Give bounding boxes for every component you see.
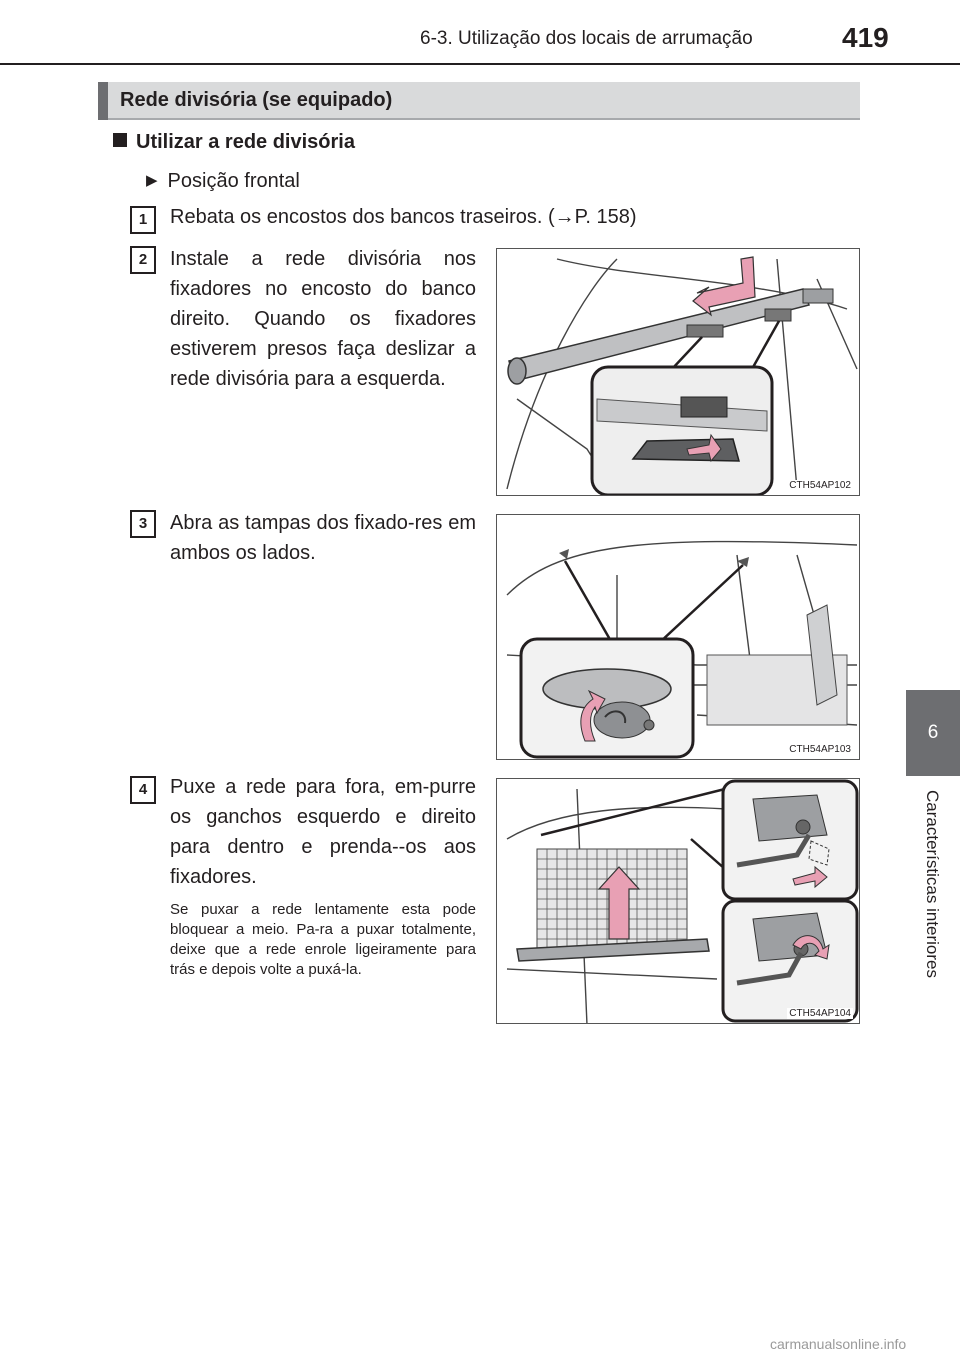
position-bullet: ▶ Posição frontal [146, 170, 300, 193]
watermark: carmanualsonline.info [770, 1336, 907, 1352]
detail-inset [590, 365, 774, 495]
step-number-2: 2 [130, 246, 156, 274]
square-bullet-icon [113, 133, 127, 147]
slide-arrow-icon [692, 256, 756, 317]
section-title-bar: Rede divisória (se equipado) [98, 82, 860, 120]
pull-up-arrow-icon [597, 866, 641, 940]
figure-code: CTH54AP102 [787, 480, 853, 491]
figure-1-illustration [506, 256, 858, 495]
step-number-1: 1 [130, 206, 156, 234]
section-title: Rede divisória (se equipado) [120, 89, 393, 111]
step-4-text: Puxe a rede para fora, em-purre os ganch… [170, 776, 476, 888]
step-3-text: Abra as tampas dos fixado-res em ambos o… [170, 512, 476, 564]
figure-code: CTH54AP103 [787, 744, 853, 755]
header-rule [0, 63, 960, 65]
chapter-label: Características interiores [923, 790, 942, 979]
step-2-text: Instale a rede divisória nos fixadores n… [170, 248, 476, 390]
step-number-3: 3 [130, 510, 156, 538]
detail-inset-bottom [721, 899, 859, 1023]
roller-cover [507, 288, 834, 385]
subheading-text: Utilizar a rede divisória [136, 131, 355, 153]
triangle-bullet-icon: ▶ [146, 172, 158, 189]
step-1-text: Rebata os encostos dos bancos traseiros.… [170, 206, 637, 228]
figure-2-illustration [506, 540, 858, 759]
figure-net-installation: CTH54AP102 [496, 248, 860, 496]
detail-inset-top [721, 779, 859, 901]
detail-inset [519, 637, 695, 759]
figure-attach-hooks: CTH54AP104 [496, 778, 860, 1024]
running-header-title: 6-3. Utilização dos locais de arrumação [420, 28, 753, 49]
figure-code: CTH54AP104 [787, 1008, 853, 1019]
figure-open-covers: CTH54AP103 [496, 514, 860, 760]
section-bar-accent [98, 82, 108, 120]
chapter-tab: 6 [906, 690, 960, 776]
step-4-note: Se puxar a rede lentamente esta pode blo… [170, 901, 476, 978]
subheading: Utilizar a rede divisória [113, 131, 355, 154]
page-number: 419 [842, 22, 889, 53]
figure-3-illustration [506, 779, 859, 1023]
step-number-4: 4 [130, 776, 156, 804]
bullet-text: Posição frontal [167, 170, 300, 192]
